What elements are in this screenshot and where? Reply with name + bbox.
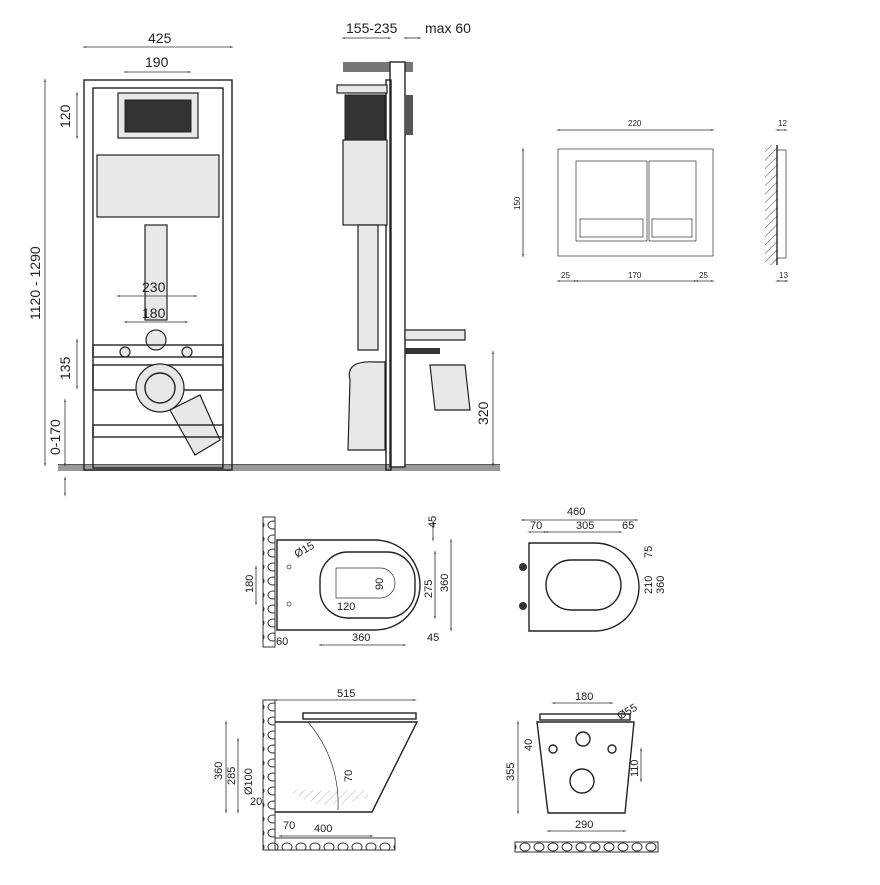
dim-outlet-h: 90 [374, 578, 386, 590]
dim-thickness-top: 12 [778, 119, 787, 128]
dim-back-outlet-height: 110 [629, 759, 641, 777]
dim-seat-opening: 305 [576, 520, 594, 532]
dim-buttons-width: 170 [628, 271, 642, 280]
dim-plate-h: 150 [513, 196, 522, 210]
dim-seat-rear: 70 [530, 520, 542, 532]
flush-plate-view: 220 150 25 170 25 12 13 [513, 119, 789, 282]
dim-seat-length: 460 [567, 506, 585, 518]
wall-top [343, 62, 413, 72]
dim-margin-left: 25 [561, 271, 570, 280]
dim-inlet-offset: 40 [523, 739, 535, 751]
frame-outline [83, 79, 233, 471]
dim-outer-width: 360 [439, 574, 451, 592]
dim-outlet-rear: 70 [283, 820, 295, 832]
bowl-side-view: 515 360 285 Ø100 70 20 70 400 [213, 688, 419, 851]
dim-seat-side: 75 [643, 546, 655, 558]
dim-inlet-height: 285 [226, 767, 238, 785]
dim-front-offset: 45 [427, 632, 439, 644]
dim-side-length: 515 [337, 688, 355, 700]
dim-water-depth: 70 [343, 770, 355, 782]
bowl-top-view: 45 Ø15 180 90 275 360 120 60 360 45 [244, 516, 452, 648]
dim-back-width: 290 [575, 819, 593, 831]
dim-plate-w: 220 [628, 119, 642, 128]
dim-hole-diameter: Ø15 [293, 540, 317, 561]
dim-top-offset: 45 [427, 516, 439, 528]
dim-bolt-offset: 60 [276, 636, 288, 648]
dim-outlet-height: 320 [475, 401, 491, 425]
dim-outlet-width: 120 [337, 601, 355, 613]
dim-plate-width: 190 [145, 54, 169, 70]
wall [389, 61, 406, 468]
dim-bolt-height: 135 [57, 356, 73, 380]
dim-frame-height: 1120 - 1290 [27, 246, 43, 320]
dim-margin-right: 25 [699, 271, 708, 280]
dim-bolt-spacing: 180 [244, 575, 256, 593]
dim-bowl-length: 360 [352, 632, 370, 644]
frame-side-view: 155-235 max 60 320 [336, 20, 494, 471]
dim-inner-width: 275 [423, 580, 435, 598]
dim-frame-depth: 155-235 [346, 20, 398, 36]
seat-top-view: 460 70 305 65 75 210 360 [519, 506, 667, 632]
dim-outlet-diameter: Ø100 [243, 768, 255, 795]
dim-plate-height: 120 [57, 104, 73, 128]
dim-outlet-offset: 20 [250, 796, 262, 808]
dim-floor-length: 400 [314, 823, 332, 835]
floor [58, 465, 500, 471]
dim-seat-opening-width: 210 [643, 576, 655, 594]
dim-leg-adjust: 0-170 [47, 419, 63, 455]
dim-frame-width: 425 [148, 30, 172, 46]
cistern [96, 154, 220, 218]
dim-side-height: 360 [213, 762, 225, 780]
dim-bolt-narrow: 180 [142, 305, 166, 321]
dim-back-bolt-spacing: 180 [575, 691, 593, 703]
dim-wall-max: max 60 [425, 20, 471, 36]
frame-front-view: 425 190 120 1120 - 1290 230 180 135 0-17… [27, 30, 500, 497]
dim-seat-front: 65 [622, 520, 634, 532]
dim-bolt-wide: 230 [142, 279, 166, 295]
dim-back-height: 355 [505, 763, 517, 781]
cistern-side [342, 139, 388, 226]
dim-thickness-bottom: 13 [779, 271, 788, 280]
dim-seat-width: 360 [655, 576, 667, 594]
bowl-back-view: 180 Ø55 40 355 110 290 [505, 691, 659, 853]
